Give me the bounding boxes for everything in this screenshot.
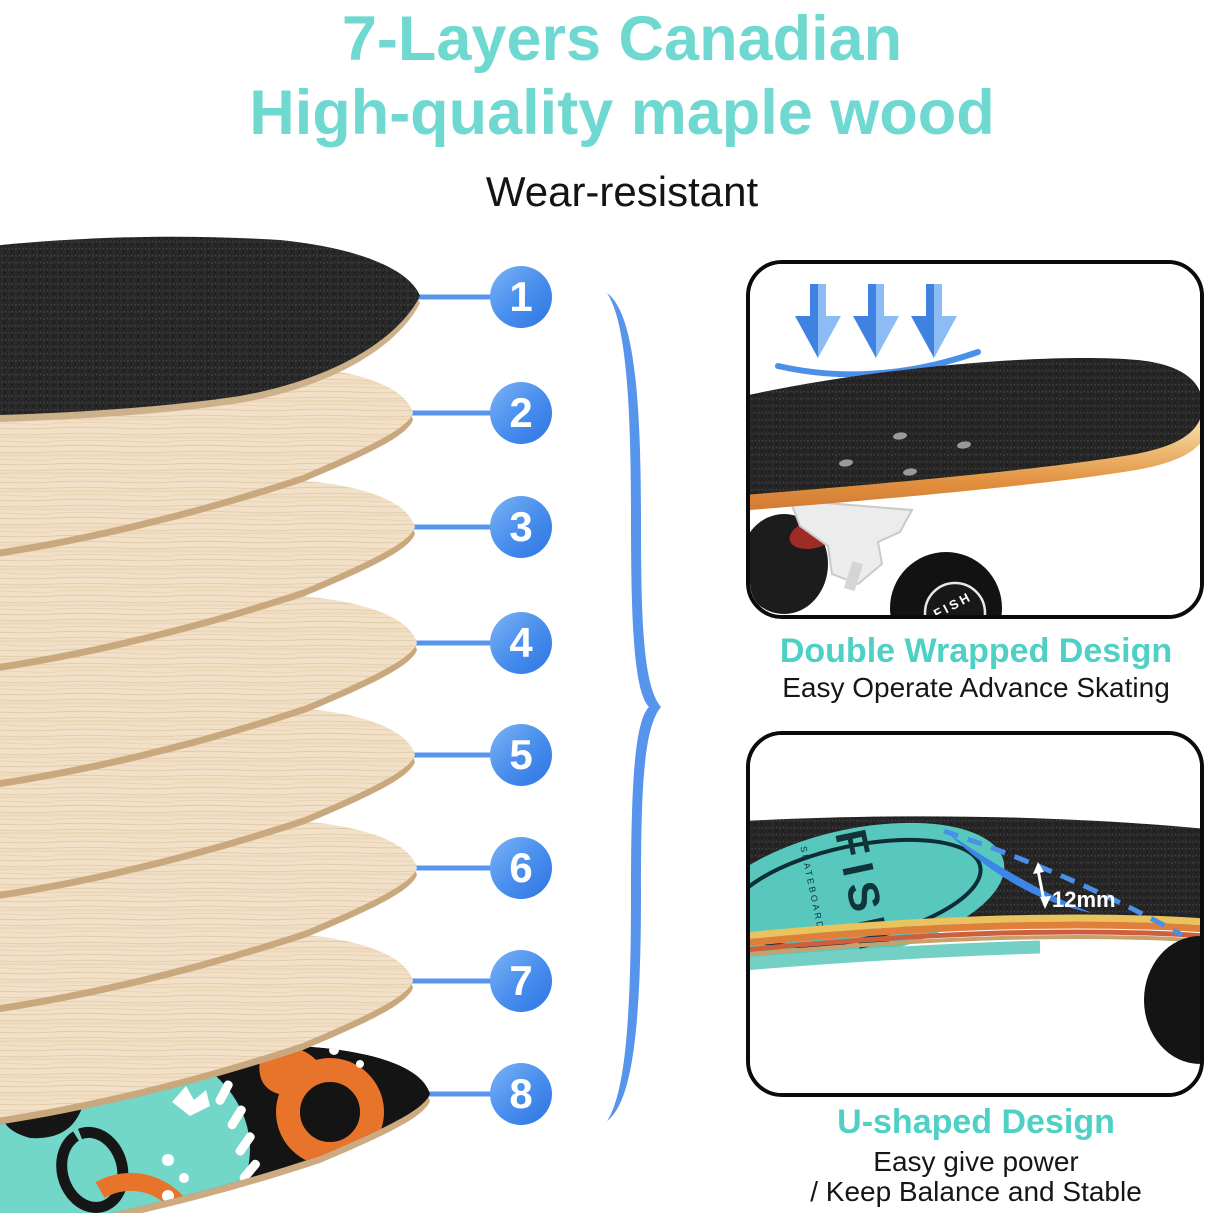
measurement-label: 12mm [1052,887,1116,912]
layer-number-badge: 8 [490,1063,552,1125]
graphic-teal-blob [0,1109,120,1213]
double-wrapped-photo-panel: FISH [746,260,1204,619]
deck-concave-photo: FISH SKATEBOARDS 12mm [750,735,1200,1093]
layer-number-badge: 2 [490,382,552,444]
title-line-2: High-quality maple wood [249,78,995,148]
layer-number-badge: 5 [490,724,552,786]
page-title: 7-Layers Canadian High-quality maple woo… [30,2,1214,150]
measure-arrow [1033,862,1051,909]
brace [607,293,661,1121]
layer-number-badge: 3 [490,496,552,558]
deck-grip-surface [750,357,1200,495]
deck-screw-holes [839,432,971,476]
skateboard-side-photo: FISH [750,264,1200,615]
layer-number-badge: 4 [490,612,552,674]
arrow-down-icon [911,284,957,358]
layer-number-badge: 7 [490,950,552,1012]
title-line-1: 7-Layers Canadian [341,4,903,74]
chord-dashed-line [943,828,1184,938]
u-shaped-subtitle-line1: Easy give power [873,1146,1079,1177]
wheel-logo-ring [923,581,987,615]
u-shaped-title: U-shaped Design [837,1103,1115,1141]
arrow-down-icon [795,284,841,358]
double-wrapped-subtitle: Easy Operate Advance Skating [782,672,1170,703]
double-wrapped-title: Double Wrapped Design [779,632,1173,670]
kingpin [843,561,864,592]
wood-stripes [750,914,1200,971]
arrow-down-icon [853,284,899,358]
deck-underside-teal [750,940,1041,971]
truck [788,498,914,586]
layer-number-badge: 1 [490,266,552,328]
u-shaped-photo-panel: FISH SKATEBOARDS 12mm [746,731,1204,1097]
graphic-teeth [215,1080,260,1183]
page-subtitle: Wear-resistant [485,168,759,215]
layer-number-badge: 6 [490,837,552,899]
u-shaped-subtitle-line2: / Keep Balance and Stable [810,1176,1142,1207]
wheel [1144,936,1200,1064]
